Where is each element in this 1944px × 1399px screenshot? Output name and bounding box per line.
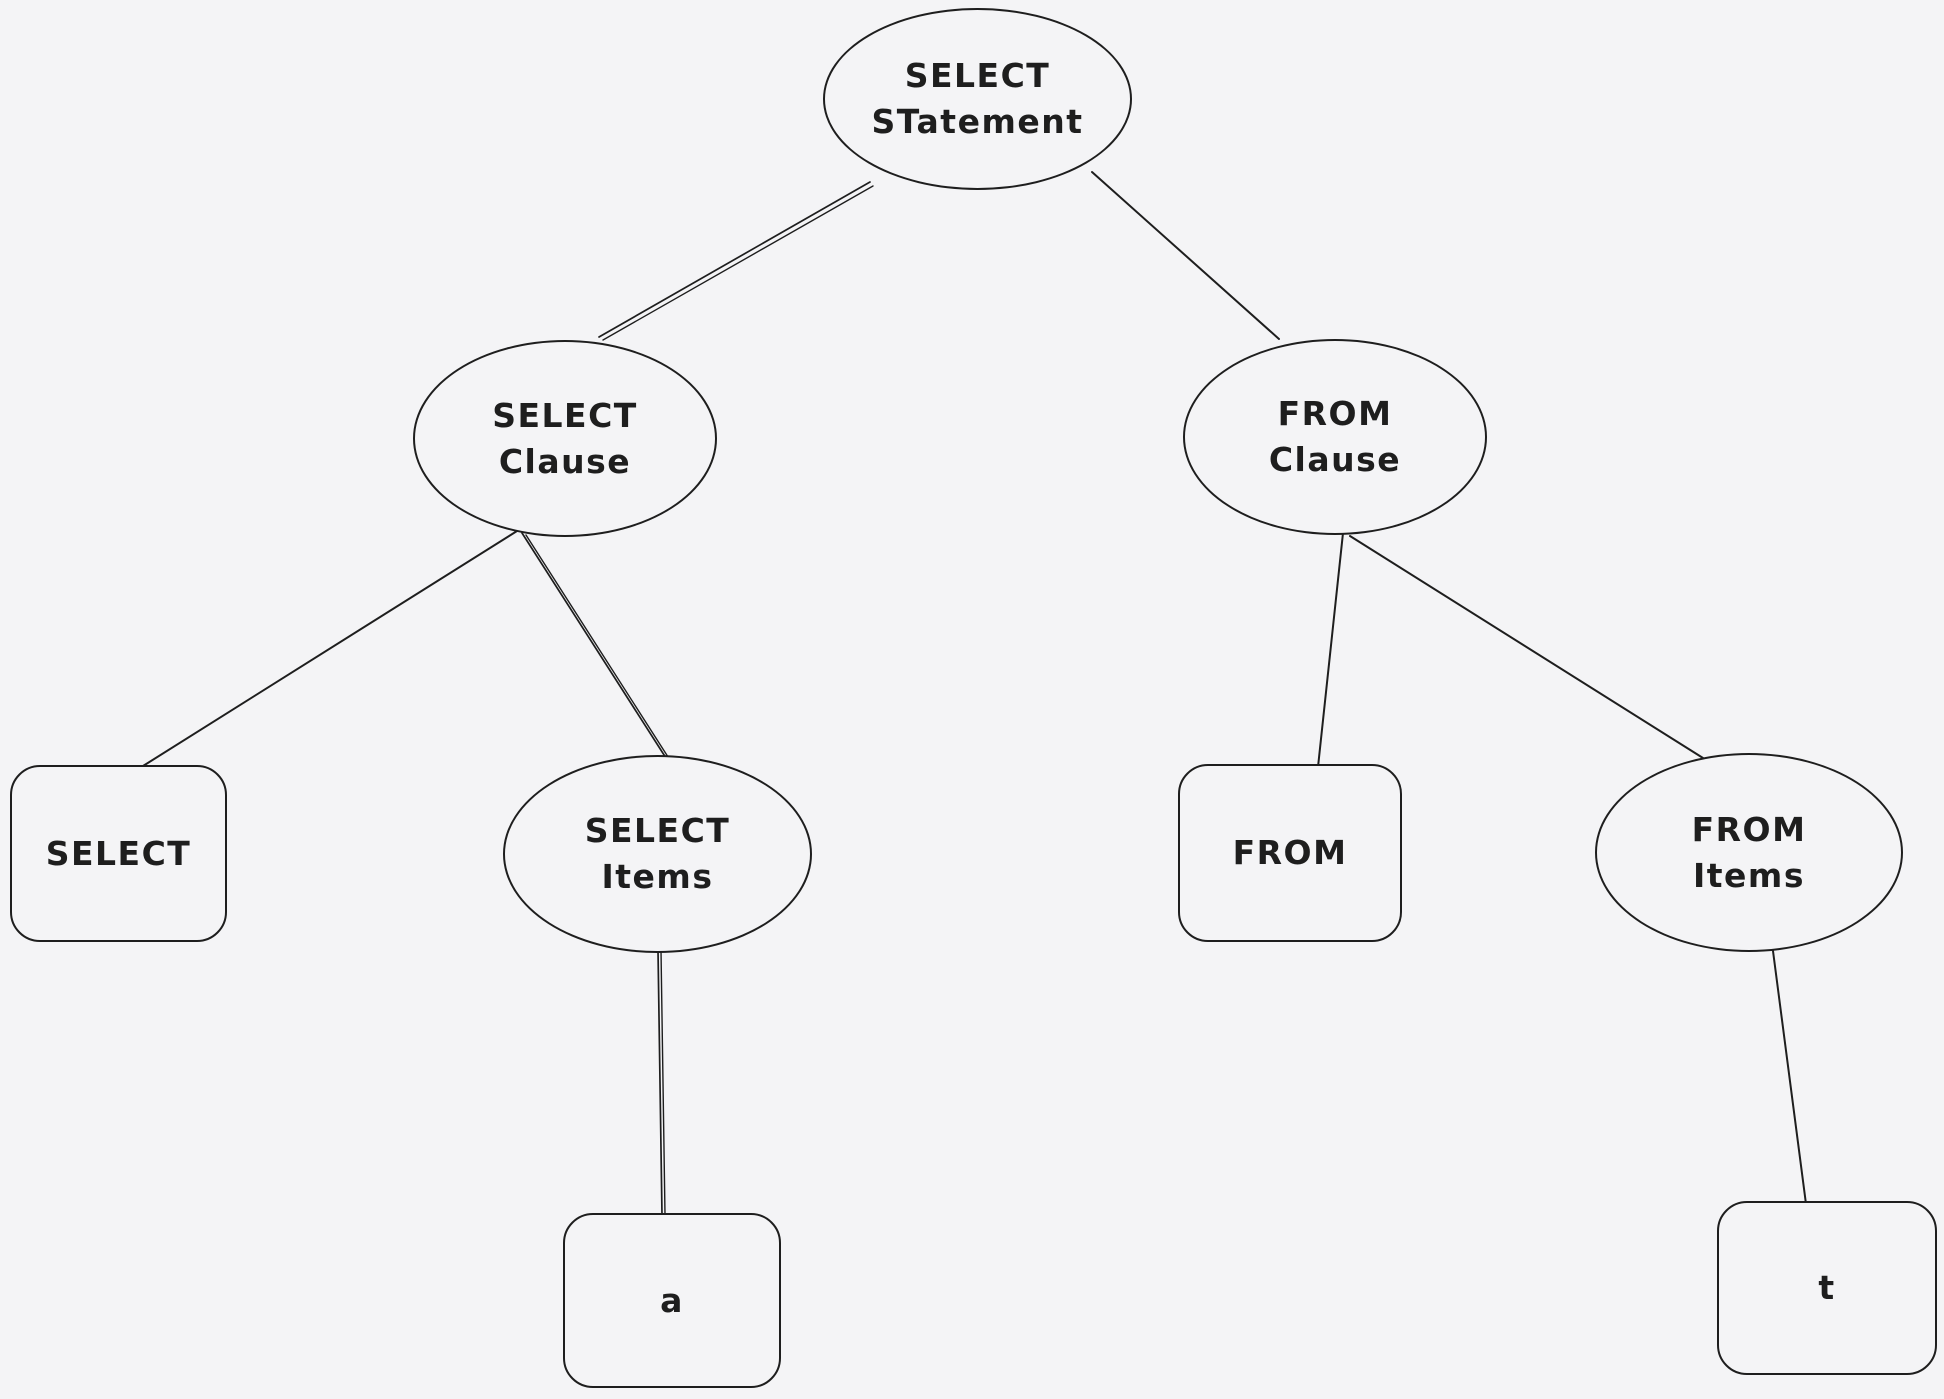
node-from-items-line1: FROM bbox=[1691, 809, 1807, 849]
edge-selectstatement-selectclause bbox=[598, 181, 871, 338]
node-select-statement-label: SELECT STatement bbox=[872, 53, 1084, 144]
edge-selectitems-a-2 bbox=[660, 949, 666, 1216]
edge-fromclause-fromitems bbox=[1349, 535, 1704, 759]
edge-selectclause-selectitems-2 bbox=[525, 534, 671, 761]
edge-fromclause-fromkeyword bbox=[1317, 532, 1344, 768]
node-from-clause-line1: FROM bbox=[1277, 394, 1393, 434]
node-from-keyword-label: FROM bbox=[1233, 830, 1348, 876]
node-from-clause-label: FROM Clause bbox=[1269, 391, 1401, 482]
node-select-keyword-line1: SELECT bbox=[45, 833, 192, 873]
node-from-keyword: FROM bbox=[1178, 764, 1402, 942]
node-from-clause-line2: Clause bbox=[1268, 440, 1402, 479]
node-select-statement: SELECT STatement bbox=[823, 8, 1132, 190]
node-from-items-line2: Items bbox=[1693, 855, 1805, 895]
node-select-clause: SELECT Clause bbox=[413, 340, 717, 537]
node-select-clause-line1: SELECT bbox=[492, 395, 638, 435]
edge-selectclause-selectkeyword bbox=[142, 530, 518, 767]
edge-selectitems-a bbox=[657, 949, 663, 1216]
node-select-keyword: SELECT bbox=[10, 765, 227, 942]
node-from-item-t-line1: t bbox=[1818, 1268, 1836, 1308]
node-select-keyword-label: SELECT bbox=[46, 831, 192, 877]
node-from-item-t-label: t bbox=[1818, 1265, 1835, 1311]
node-select-items-line2: Items bbox=[601, 857, 714, 896]
node-select-statement-line2: STatement bbox=[871, 102, 1084, 141]
node-from-items: FROM Items bbox=[1595, 753, 1903, 952]
node-from-keyword-line1: FROM bbox=[1232, 833, 1348, 873]
node-from-items-label: FROM Items bbox=[1692, 807, 1807, 898]
edge-selectclause-selectitems bbox=[521, 532, 667, 759]
node-select-items: SELECT Items bbox=[503, 755, 812, 953]
edge-selectstatement-selectclause-2 bbox=[602, 185, 874, 341]
edge-fromitems-t bbox=[1772, 950, 1807, 1205]
node-select-item-a: a bbox=[563, 1213, 781, 1388]
node-select-items-line1: SELECT bbox=[584, 811, 731, 851]
node-from-clause: FROM Clause bbox=[1183, 339, 1487, 535]
node-select-item-a-label: a bbox=[660, 1278, 684, 1324]
node-select-item-a-line1: a bbox=[660, 1280, 684, 1320]
node-from-item-t: t bbox=[1717, 1201, 1937, 1375]
node-select-statement-line1: SELECT bbox=[904, 56, 1051, 96]
node-select-clause-label: SELECT Clause bbox=[492, 393, 638, 484]
node-select-clause-line2: Clause bbox=[498, 441, 632, 481]
node-select-items-label: SELECT Items bbox=[585, 808, 731, 899]
edge-selectstatement-fromclause bbox=[1091, 171, 1280, 340]
